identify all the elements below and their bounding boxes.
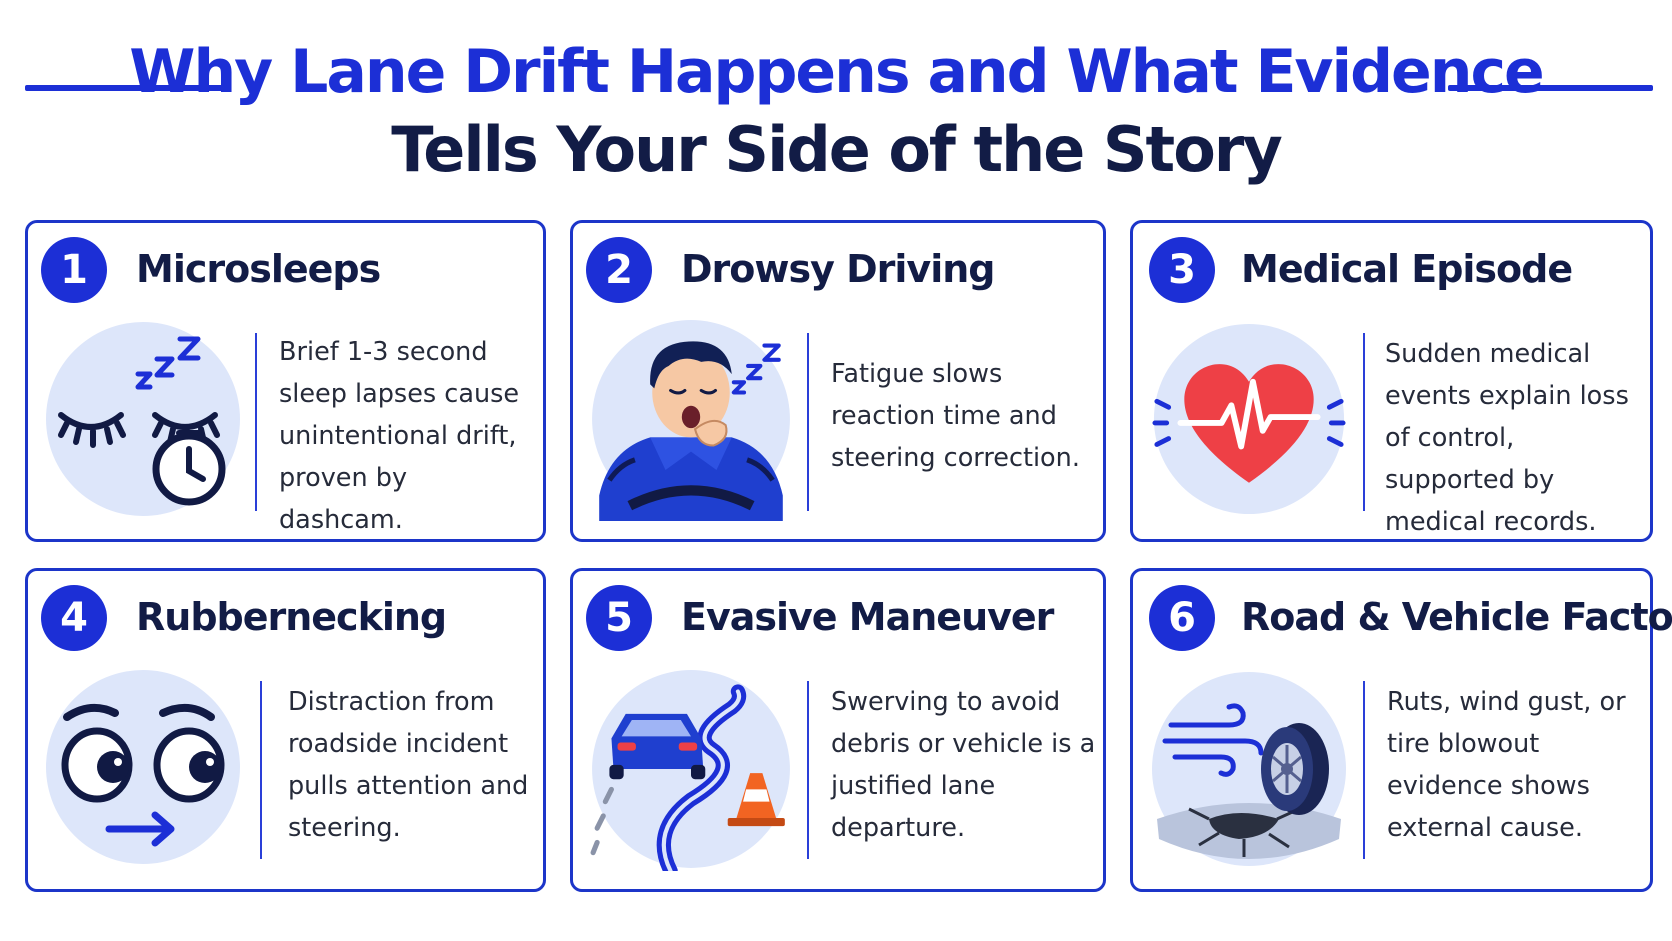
header: Why Lane Drift Happens and What Evidence… [0,0,1672,215]
card-evasive-maneuver: 5 Evasive Maneuver Swerving to avoid deb… [570,568,1106,892]
card-number: 2 [586,237,652,303]
card-microsleeps: 1 Microsleeps Brief 1-3 second sleep lap… [25,220,546,542]
card-divider [255,333,257,511]
card-description: Sudden medical events explain loss of co… [1385,339,1629,537]
card-divider [807,333,809,511]
card-title: Road & Vehicle Factors [1241,595,1672,639]
card-divider [1363,333,1365,511]
title-rule-right [1448,85,1653,91]
side-glance-eyes-icon [46,670,240,864]
heart-pulse-icon [1152,323,1346,515]
swerving-car-cone-icon [590,670,790,871]
card-title: Medical Episode [1241,247,1573,291]
card-description: Swerving to avoid debris or vehicle is a… [831,687,1096,843]
card-drowsy-driving: 2 Drowsy Driving Fatigue slows reaction … [570,220,1106,542]
card-number: 3 [1149,237,1215,303]
sleeping-eyes-clock-icon [46,322,240,516]
card-medical-episode: 3 Medical Episode Sudden medical events … [1130,220,1653,542]
card-number: 6 [1149,585,1215,651]
card-description: Brief 1-3 second sleep lapses cause unin… [279,337,520,535]
page-title: Why Lane Drift Happens and What Evidence [129,37,1544,107]
card-description: Fatigue slows reaction time and steering… [831,359,1080,473]
card-description: Ruts, wind gust, or tire blowout evidenc… [1387,687,1626,843]
card-rubbernecking: 4 Rubbernecking Distraction from roadsid… [25,568,546,892]
card-divider [1363,681,1365,859]
page-subtitle: Tells Your Side of the Story [391,113,1283,186]
title-rule-left [25,85,230,91]
card-title: Evasive Maneuver [681,595,1054,639]
card-road-vehicle-factors: 6 Road & Vehicle Factors Ruts, wind gust… [1130,568,1672,892]
card-title: Drowsy Driving [681,247,995,291]
card-title: Rubbernecking [136,595,447,639]
yawning-driver-icon [592,320,790,521]
wind-tire-pothole-icon [1152,672,1346,866]
card-divider [807,681,809,859]
card-description: Distraction from roadside incident pulls… [288,687,529,843]
card-title: Microsleeps [136,247,381,291]
card-divider [260,681,262,859]
card-number: 1 [41,237,107,303]
card-number: 5 [586,585,652,651]
card-number: 4 [41,585,107,651]
